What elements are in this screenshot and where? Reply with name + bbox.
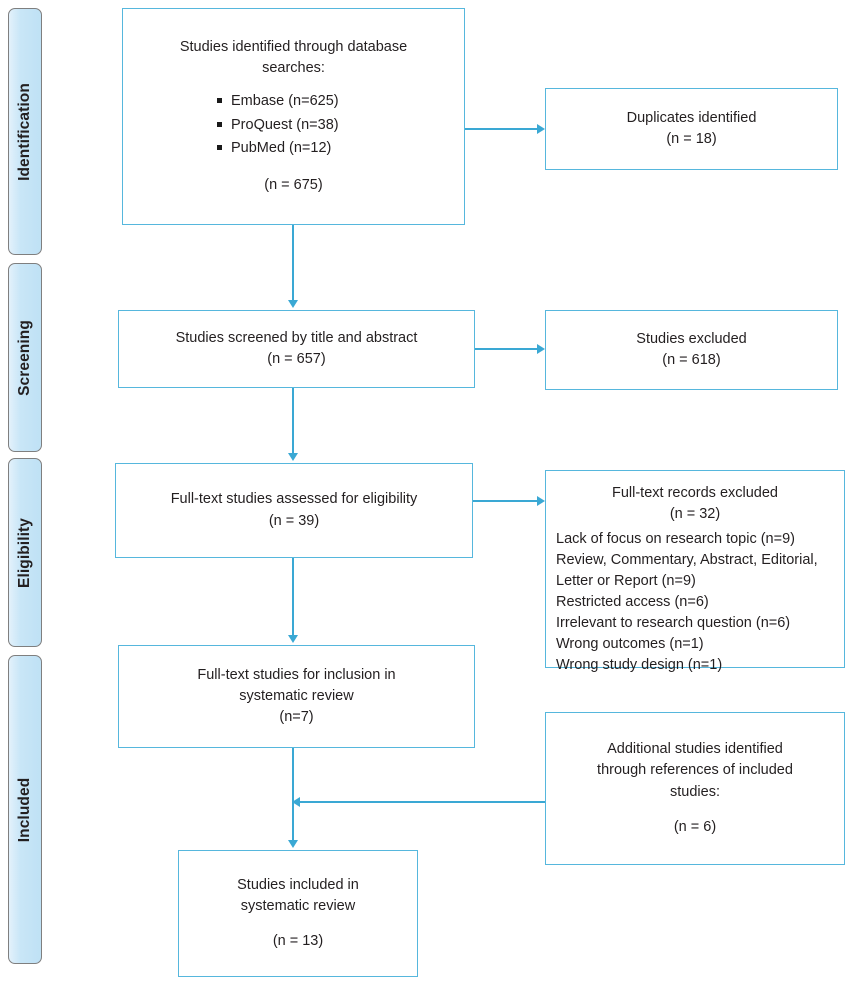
list-item: Letter or Report (n=9) xyxy=(556,573,696,590)
connector-assessed-to-inclusion xyxy=(292,558,294,637)
arrow-head-left-spine xyxy=(292,797,300,807)
connector-screened-to-excluded xyxy=(475,348,537,350)
arrow-head-down-final xyxy=(288,840,298,848)
box-duplicates-identified: Duplicates identified (n = 18) xyxy=(545,88,838,170)
connector-screened-to-assessed xyxy=(292,388,294,455)
phase-tab-eligibility[interactable]: Eligibility xyxy=(8,458,42,647)
final-line2: systematic review xyxy=(240,897,356,914)
box-studies-screened: Studies screened by title and abstract (… xyxy=(118,310,475,388)
phase-tab-screening[interactable]: Screening xyxy=(8,263,42,452)
assessed-line2: (n = 39) xyxy=(268,512,320,529)
additional-line3: studies: xyxy=(670,783,720,800)
box-studies-excluded-screening: Studies excluded (n = 618) xyxy=(545,310,838,390)
screened-line1: Studies screened by title and abstract xyxy=(175,329,418,346)
identified-source-list: Embase (n=625) ProQuest (n=38) PubMed (n… xyxy=(133,89,454,160)
list-item: PubMed (n=12) xyxy=(217,138,454,159)
arrow-head-down-screened xyxy=(288,300,298,308)
phase-label-screening: Screening xyxy=(16,319,33,396)
screened-line2: (n = 657) xyxy=(267,351,326,367)
duplicates-line1: Duplicates identified xyxy=(626,109,757,126)
inclusion-line3: (n=7) xyxy=(279,709,314,725)
list-item: Restricted access (n=6) xyxy=(556,594,709,611)
excluded-fulltext-line2: (n = 32) xyxy=(669,506,721,523)
excluded-screening-line2: (n = 618) xyxy=(662,352,721,368)
connector-assessed-to-excluded-fulltext xyxy=(473,500,537,502)
list-item: Embase (n=625) xyxy=(217,91,454,112)
box-additional-studies: Additional studies identified through re… xyxy=(545,712,845,865)
spacer xyxy=(189,917,407,931)
inclusion-line1: Full-text studies for inclusion in xyxy=(197,666,396,683)
box-studies-identified: Studies identified through database sear… xyxy=(122,8,465,225)
arrow-head-down-inclusion xyxy=(288,635,298,643)
identified-heading-line1: Studies identified through database xyxy=(179,39,408,56)
connector-identified-to-duplicates xyxy=(465,128,537,130)
assessed-line1: Full-text studies assessed for eligibili… xyxy=(170,491,418,508)
list-item: Wrong outcomes (n=1) xyxy=(556,636,704,653)
list-item: Lack of focus on research topic (n=9) xyxy=(556,531,795,548)
final-line1: Studies included in xyxy=(237,876,359,893)
additional-line1: Additional studies identified xyxy=(607,741,783,758)
duplicates-line2: (n = 18) xyxy=(666,131,717,147)
list-item: Wrong study design (n=1) xyxy=(556,657,723,674)
list-item: ProQuest (n=38) xyxy=(217,115,454,136)
arrow-head-down-assessed xyxy=(288,453,298,461)
identified-total: (n = 675) xyxy=(264,176,323,193)
box-fulltext-assessed: Full-text studies assessed for eligibili… xyxy=(115,463,473,558)
phase-tab-identification[interactable]: Identification xyxy=(8,8,42,255)
box-fulltext-for-inclusion: Full-text studies for inclusion in syste… xyxy=(118,645,475,748)
spacer xyxy=(133,161,454,175)
arrow-head-right-duplicates xyxy=(537,124,545,134)
arrow-head-right-excluded-fulltext xyxy=(537,496,545,506)
phase-label-identification: Identification xyxy=(16,82,33,181)
arrow-head-right-excluded-screening xyxy=(537,344,545,354)
phase-label-included: Included xyxy=(16,777,33,842)
list-item: Review, Commentary, Abstract, Editorial, xyxy=(556,552,818,569)
final-line3: (n = 13) xyxy=(272,933,324,949)
spacer xyxy=(556,803,834,817)
inclusion-line2: systematic review xyxy=(239,687,354,704)
excluded-fulltext-line1: Full-text records excluded xyxy=(611,485,778,501)
phase-tab-included[interactable]: Included xyxy=(8,655,42,964)
connector-inclusion-to-final xyxy=(292,748,294,842)
box-fulltext-records-excluded: Full-text records excluded (n = 32) Lack… xyxy=(545,470,845,673)
box-studies-included-final: Studies included in systematic review (n… xyxy=(178,850,418,977)
additional-line2: through references of included xyxy=(597,762,793,779)
additional-line4: (n = 6) xyxy=(673,818,717,835)
excluded-screening-line1: Studies excluded xyxy=(636,330,747,347)
connector-identified-to-screened xyxy=(292,225,294,302)
excluded-fulltext-reason-list: Lack of focus on research topic (n=9) Re… xyxy=(546,525,844,676)
identified-heading-line2: searches: xyxy=(262,60,325,77)
list-item: Irrelevant to research question (n=6) xyxy=(556,615,791,632)
connector-additional-to-spine xyxy=(300,801,545,803)
phase-label-eligibility: Eligibility xyxy=(16,517,33,588)
